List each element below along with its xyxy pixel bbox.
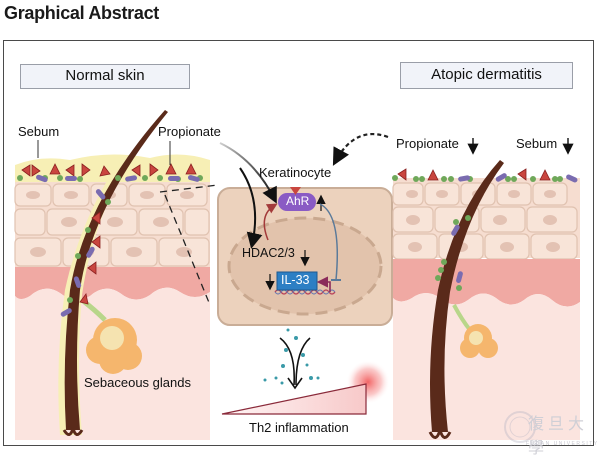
page-title: Graphical Abstract bbox=[4, 3, 159, 23]
sebaceous-gland bbox=[80, 298, 142, 374]
atopic-dermatitis-text: Atopic dermatitis bbox=[431, 66, 542, 83]
watermark-text: 復旦大學 bbox=[528, 414, 589, 457]
hair-shaft-right bbox=[430, 160, 504, 432]
normal-skin-illustration bbox=[14, 110, 210, 440]
propionate-arrow-to-ahr bbox=[219, 142, 277, 204]
ahr-label: AhR bbox=[286, 194, 310, 208]
purple-bacteria-left bbox=[36, 174, 200, 317]
atopic-skin-illustration bbox=[392, 160, 580, 440]
propionate-arrow-to-hdac bbox=[239, 167, 263, 249]
propionate-triangles-left bbox=[21, 163, 197, 305]
reduced-propionate-arrow bbox=[332, 132, 389, 166]
zoom-guide-lines bbox=[159, 184, 219, 306]
il33-release-arrow bbox=[279, 337, 311, 390]
watermark-subtext: FUDAN UNIVERSITY bbox=[526, 441, 599, 447]
figure-frame bbox=[3, 40, 594, 446]
sebaceous-glands-label: Sebaceous glands bbox=[84, 375, 191, 390]
th2-inflammation-label: Th2 inflammation bbox=[249, 420, 349, 435]
normal-skin-text: Normal skin bbox=[65, 67, 145, 84]
university-watermark-seal bbox=[504, 411, 536, 443]
il33-label: IL-33 bbox=[281, 273, 310, 287]
propionate-label-ad: Propionate bbox=[396, 136, 459, 151]
hair-shaft bbox=[64, 110, 168, 430]
keratinocyte-label: Keratinocyte bbox=[259, 165, 332, 180]
atopic-dermatitis-label: Atopic dermatitis bbox=[400, 62, 573, 89]
sebum-label-ad: Sebum bbox=[516, 136, 558, 151]
propionate-label: Propionate bbox=[158, 124, 221, 139]
cytokine-dots bbox=[263, 328, 320, 385]
dermis-band bbox=[15, 267, 210, 300]
propionate-triangles-right bbox=[397, 168, 551, 181]
hdac-label: HDAC2/3 bbox=[242, 246, 295, 260]
ahr-receptor bbox=[278, 187, 326, 211]
sebum-label: Sebum bbox=[18, 124, 60, 139]
inflammation-gradient-triangle bbox=[221, 383, 367, 415]
normal-skin-label: Normal skin bbox=[20, 64, 190, 89]
